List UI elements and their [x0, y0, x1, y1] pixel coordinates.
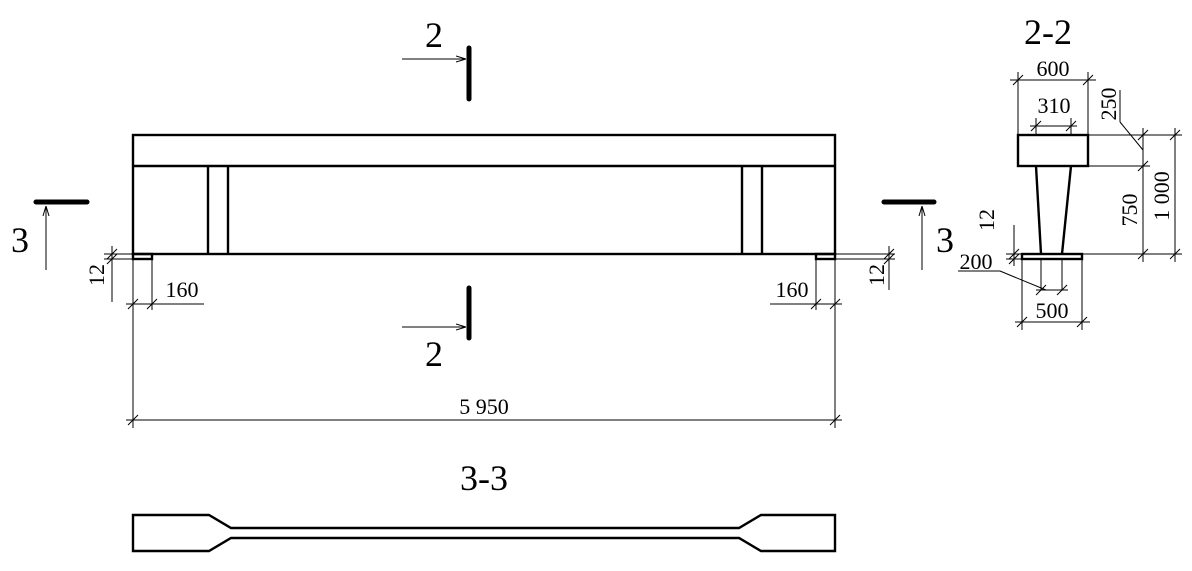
section-22-shape [1016, 133, 1090, 290]
section-3-right-label: 3 [936, 220, 954, 260]
right-bearing-plate [814, 252, 837, 261]
elevation-dimensions: 5 950 160 160 12 12 [84, 246, 895, 428]
beam-elevation [131, 133, 837, 261]
section-marker-3-left: 3 [11, 199, 90, 270]
dim-flange-thickness: 250 [1096, 88, 1121, 121]
section-marker-2-bottom: 2 [402, 285, 472, 374]
dim-bottom-width: 500 [1036, 298, 1069, 323]
section-2-top-label: 2 [425, 15, 443, 55]
dim-top-flange: 600 [1037, 56, 1070, 81]
dim-total-height: 1 000 [1149, 171, 1174, 221]
view-22-title: 2-2 [1024, 12, 1072, 52]
dim-right-plate: 12 [864, 264, 889, 286]
view-33-title: 3-3 [460, 458, 508, 498]
dim-overall-length: 5 950 [459, 394, 509, 419]
section-2-bottom-label: 2 [425, 334, 443, 374]
beam-outline [131, 133, 837, 256]
dim-web-height: 750 [1117, 194, 1142, 227]
dim-left-bearing: 160 [166, 277, 199, 302]
left-bearing-plate [131, 252, 154, 261]
dim-left-plate: 12 [84, 264, 109, 286]
dim-plate-thickness: 12 [974, 209, 999, 231]
section-22-dimensions: 600 310 250 750 1 000 12 [958, 56, 1182, 330]
section-marker-2-top: 2 [402, 15, 472, 102]
dim-right-bearing: 160 [776, 277, 809, 302]
dim-web-top: 310 [1038, 93, 1071, 118]
section-marker-3-right: 3 [881, 199, 954, 270]
section-33-plan [131, 513, 837, 553]
section-3-left-label: 3 [11, 220, 29, 260]
dim-web-bottom: 200 [960, 249, 993, 274]
